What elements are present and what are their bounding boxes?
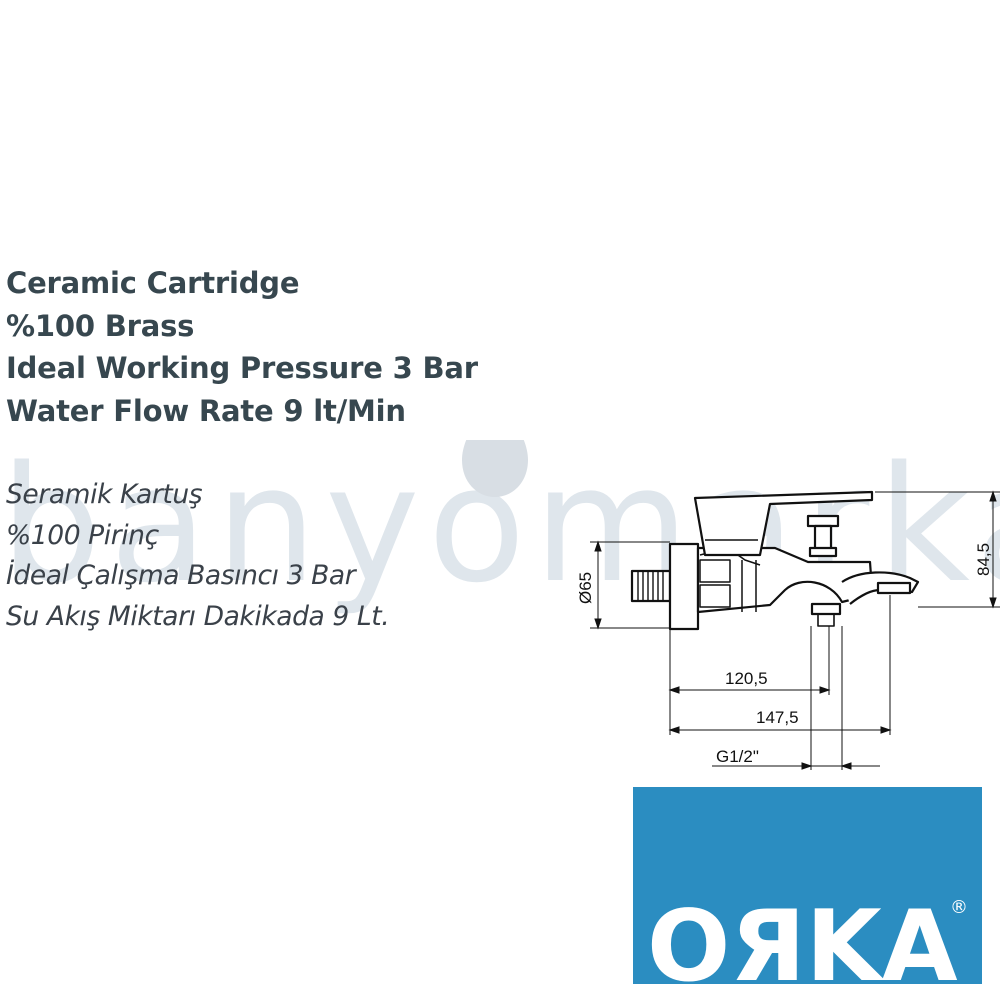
handle-lever	[693, 490, 874, 557]
wall-flange	[668, 542, 700, 631]
specs-english: Ceramic Cartridge %100 Brass Ideal Worki…	[6, 262, 478, 432]
shower-outlet	[810, 602, 842, 616]
specs-turkish: Seramik Kartuş %100 Pirinç İdeal Çalışma…	[6, 475, 390, 637]
dimension-labels: Ø65 84,5 G1/2" 120,5 147,5	[576, 543, 993, 766]
spec-material: %100 Brass	[6, 308, 195, 343]
diameter-label: Ø65	[576, 572, 595, 604]
logo-wordmark: OЯKA	[647, 890, 958, 1004]
spec-pressure-tr: İdeal Çalışma Basıncı 3 Bar	[6, 560, 356, 591]
dimension-lines	[590, 490, 1000, 770]
faucet-outline	[630, 490, 920, 631]
width-total-label: 147,5	[756, 708, 799, 727]
spec-flow-rate-tr: Su Akış Miktarı Dakikada 9 Lt.	[6, 600, 390, 632]
spec-pressure: Ideal Working Pressure 3 Bar	[6, 351, 478, 385]
aerator	[876, 581, 912, 595]
diverter-knob	[806, 514, 840, 528]
width-inner-label: 120,5	[725, 669, 768, 688]
spec-material-tr: %100 Pirinç	[6, 519, 159, 551]
registered-mark: ®	[950, 897, 968, 918]
spec-cartridge: Ceramic Cartridge	[6, 266, 300, 300]
height-label: 84,5	[974, 543, 993, 576]
thread-label: G1/2"	[716, 747, 759, 766]
spec-cartridge-tr: Seramik Kartuş	[6, 479, 203, 510]
spec-flow-rate: Water Flow Rate 9 lt/Min	[6, 393, 406, 428]
brand-logo: OЯKA ®	[633, 787, 982, 996]
